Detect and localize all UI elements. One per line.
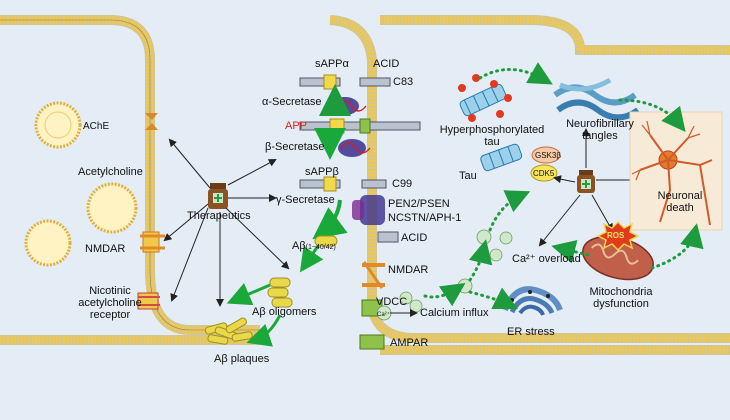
vesicle-nmdar	[24, 219, 72, 267]
calcium-ions	[376, 229, 513, 321]
label-nicotinic: Nicotinic acetylcholine receptor	[65, 285, 155, 321]
label-nicotinic-l1: Nicotinic	[89, 285, 131, 297]
nmdar-postsynaptic-icon	[362, 261, 385, 289]
label-ros: ROS	[607, 231, 625, 240]
label-c83: C83	[393, 76, 414, 88]
label-ampar: AMPAR	[390, 337, 429, 349]
label-neuronal-l2: death	[666, 202, 694, 214]
label-tau: Tau	[459, 170, 477, 182]
label-ca2-overload: Ca²⁺ overload	[512, 253, 581, 265]
ache-enzyme-icon	[145, 113, 158, 130]
tau-protein-icon	[480, 143, 523, 172]
label-hyperphos-l1: Hyperphosphorylated	[439, 124, 545, 136]
label-abeta-range: (1−40/42)	[305, 244, 336, 251]
label-ncstn-aph1: NCSTN/APH-1	[388, 212, 462, 224]
label-app: APP	[285, 120, 308, 132]
label-acetylcholine: Acetylcholine	[78, 166, 143, 178]
label-gsk3b: GSK3β	[535, 151, 561, 160]
label-cdk5: CDK5	[533, 169, 555, 178]
label-neurofibrillary-tangles: Neurofibrillary tangles	[550, 118, 650, 142]
label-neuronal-l1: Neuronal	[657, 190, 703, 202]
label-alpha-secretase: α-Secretase	[262, 96, 322, 108]
kinase-icons	[530, 146, 561, 182]
label-therapeutics: Therapeutics	[187, 210, 251, 222]
label-er-stress: ER stress	[507, 326, 555, 338]
vesicle-ache	[34, 101, 82, 149]
tau-fibril-icon	[458, 74, 512, 122]
label-acid-top: ACID	[373, 58, 400, 70]
label-vdcc: VDCC	[376, 296, 408, 308]
ampar-channel-icon	[359, 334, 385, 350]
abeta-monomer-icon	[314, 235, 338, 247]
label-sappa: sAPPα	[315, 58, 349, 70]
pill-bottle-icon	[208, 183, 228, 209]
er-icon	[502, 286, 563, 316]
pill-bottle-icon-right	[577, 170, 595, 193]
label-nicotinic-l2: acetylcholine	[78, 297, 142, 309]
label-nft-l1: Neurofibrillary	[566, 118, 634, 130]
label-gamma-secretase: γ-Secretase	[276, 194, 335, 206]
label-ca-ion: Ca²⁺	[377, 312, 390, 318]
neurofibrillary-tangles-icon	[553, 77, 640, 121]
label-ab-oligomers: Aβ oligomers	[252, 306, 317, 318]
label-sappb: sAPPβ	[305, 166, 339, 178]
abeta-oligomer-icon	[267, 277, 293, 308]
label-c99: C99	[392, 178, 413, 190]
label-ache: AChE	[83, 121, 110, 132]
label-nicotinic-l3: receptor	[89, 309, 131, 321]
secretase-arrows	[226, 84, 351, 347]
label-mitochondria-dysfunction: Mitochondria dysfunction	[566, 286, 676, 310]
vesicle-acetylcholine	[86, 182, 138, 234]
ros-burst-icon	[596, 220, 640, 252]
abeta-plaque-icon	[204, 317, 253, 345]
label-mito-l2: dysfunction	[593, 298, 649, 310]
label-pen2-psen: PEN2/PSEN	[388, 198, 450, 210]
label-nmdar-right: NMDAR	[388, 264, 429, 276]
therapeutics-arrows	[163, 138, 290, 307]
neuron-icon	[629, 111, 723, 231]
label-ab-plaques: Aβ plaques	[214, 353, 270, 365]
label-neuronal-death: Neuronal death	[640, 190, 720, 214]
label-acid-bottom: ACID	[401, 232, 428, 244]
label-abeta: Aβ(1−40/42)	[292, 240, 336, 254]
label-mito-l1: Mitochondria	[589, 286, 653, 298]
label-beta-secretase: β-Secretase	[265, 141, 325, 153]
label-hyperphos-l2: tau	[484, 136, 500, 148]
label-nmdar-left: NMDAR	[85, 243, 126, 255]
nmdar-channel-icon	[140, 231, 165, 253]
label-nft-l2: tangles	[582, 130, 618, 142]
nicotinic-receptor-icon	[137, 292, 160, 310]
label-abeta-main: Aβ	[292, 240, 306, 252]
label-hyperphosphorylated-tau: Hyperphosphorylated tau	[432, 124, 552, 148]
label-calcium-influx: Calcium influx	[420, 307, 489, 319]
pathway-dotted-arrows	[423, 62, 704, 310]
